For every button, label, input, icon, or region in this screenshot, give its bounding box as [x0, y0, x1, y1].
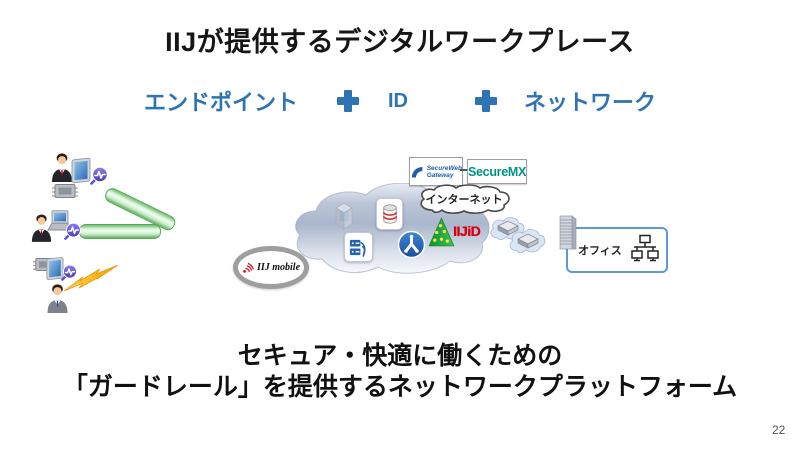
edge-cloud-2 — [506, 226, 548, 256]
wireless-lightning-icon — [64, 265, 118, 291]
formula-network-label: ネットワーク — [524, 90, 657, 115]
formula-id-label: ID — [388, 89, 408, 112]
bottom-message-line2: 「ガードレール」を提供するネットワークプラットフォーム — [62, 373, 738, 401]
logo-connector-line — [460, 169, 468, 171]
network-diagram: IIJ mobile — [0, 140, 800, 330]
monitoring-badge-icon — [61, 264, 77, 281]
monitor-icon — [46, 257, 64, 281]
business-person-gray-icon — [47, 284, 68, 313]
edge-server-icon — [497, 220, 519, 236]
office-label: オフィス — [578, 245, 622, 257]
gateway-label-line2: Gateway — [426, 171, 454, 179]
gateway-label-line1: SecureWeb — [426, 164, 462, 172]
secure-mx-box: SecureMX — [467, 159, 527, 184]
plus-icon — [336, 89, 360, 113]
monitoring-badge-icon — [90, 166, 108, 185]
bottom-message: セキュア・快適に働くための 「ガードレール」を提供するネットワークプラットフォー… — [0, 341, 800, 403]
router-service-box — [344, 232, 373, 262]
slide-title: IIJが提供するデジタルワークプレース — [165, 27, 635, 57]
database-icon — [382, 204, 397, 224]
secure-mx-label: SecureMX — [467, 164, 527, 179]
plus-icon — [474, 89, 498, 113]
remote-user-cluster-1 — [48, 152, 110, 206]
business-person-icon — [52, 153, 72, 182]
office-building-icon — [559, 215, 577, 250]
formula-endpoint-label: エンドポイント — [143, 90, 298, 115]
bottom-message-line1: セキュア・快適に働くための — [237, 342, 563, 370]
office-lan-topology-icon — [631, 234, 659, 262]
iij-mobile-label: IIJ mobile — [256, 262, 301, 273]
internet-cloud — [420, 184, 510, 214]
office-box: オフィス — [566, 227, 668, 273]
remote-user-cluster-2 — [30, 210, 84, 246]
iij-mobile-badge: IIJ mobile — [233, 246, 309, 289]
server-chip-icon — [52, 184, 78, 198]
mobile-signal-icon — [243, 262, 254, 273]
id-tree-icon — [428, 217, 455, 247]
internet-label: インターネット — [425, 194, 503, 206]
load-balancer-icon — [397, 230, 426, 259]
gateway-swoosh-icon — [411, 166, 423, 178]
remote-user-cluster-3 — [33, 254, 83, 314]
secure-tunnel-tube-middle — [79, 224, 161, 239]
secure-web-gateway-box: SecureWeb Gateway — [409, 157, 463, 186]
laptop-icon — [47, 210, 72, 231]
edge-server-icon — [517, 233, 539, 249]
page-number: 22 — [772, 423, 786, 437]
virtual-cube-icon — [335, 202, 353, 230]
iij-id-logo: IIJiD — [453, 223, 481, 239]
secure-web-gateway-label: SecureWeb Gateway — [427, 165, 462, 179]
formula-row: エンドポイント ID ネットワーク — [0, 85, 800, 117]
business-person-icon — [31, 214, 52, 242]
monitor-icon — [71, 157, 91, 184]
database-service-box — [376, 198, 403, 230]
monitoring-badge-icon — [64, 222, 81, 240]
router-signal-icon — [349, 239, 366, 257]
